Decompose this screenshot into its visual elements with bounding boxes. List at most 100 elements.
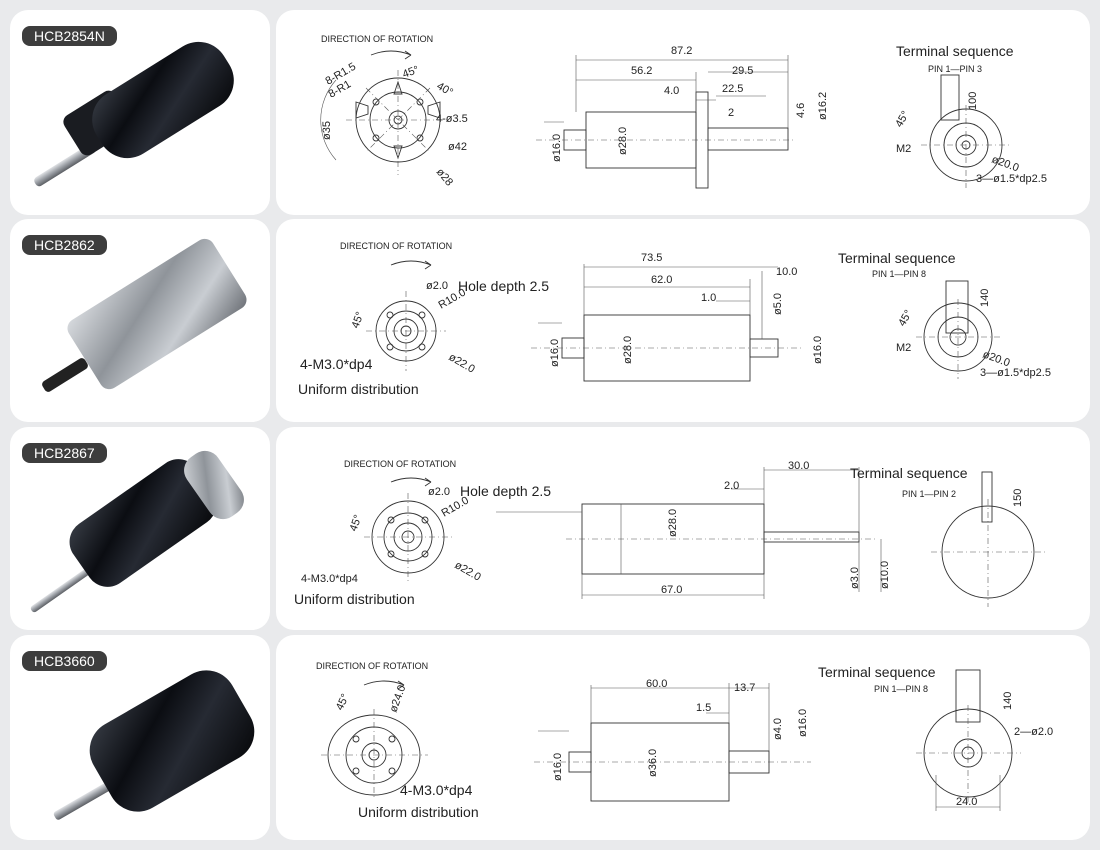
dim-label: ø16.0	[797, 709, 809, 737]
dim-label: ø28.0	[667, 509, 679, 537]
dim-label: 24.0	[956, 796, 977, 808]
distribution-label: Uniform distribution	[358, 804, 479, 820]
technical-drawing: DIRECTION OF ROTATION ø2.0 Hole depth 2.…	[298, 241, 1051, 397]
dim-label: 45°	[893, 109, 912, 129]
motor-photo	[53, 670, 255, 820]
front-view	[364, 493, 454, 583]
dim-label: ø16.0	[549, 339, 561, 367]
dim-label: ø28	[434, 166, 455, 188]
dim-label: 3—ø1.5*dp2.5	[980, 367, 1051, 379]
dim-label: ø22.0	[447, 351, 477, 375]
terminal-view	[921, 74, 1011, 188]
dim-label: 22.5	[722, 83, 743, 95]
dim-label: 40°	[435, 80, 455, 99]
rotation-label: DIRECTION OF ROTATION	[316, 661, 428, 671]
dim-label: ø28.0	[622, 336, 634, 364]
rotation-arrow-icon	[370, 50, 412, 60]
dim-label: ø10.0	[879, 561, 891, 589]
dim-label: 1.0	[701, 292, 716, 304]
dim-label: ø4.0	[772, 718, 784, 740]
technical-drawing: DIRECTION OF ROTATION ø2.0 Hole depth 2.…	[294, 459, 1046, 607]
dim-label: 3—ø1.5*dp2.5	[976, 173, 1047, 185]
terminal-view	[916, 280, 1001, 379]
motor-photo-card: HCB3660	[10, 635, 270, 840]
dim-label: 45°	[348, 513, 365, 533]
dim-label: ø5.0	[772, 293, 784, 315]
motor-photo	[30, 450, 244, 613]
drawing-card: DIRECTION OF ROTATION 8-R1.5 8-R1 45° 40…	[276, 10, 1090, 215]
dim-label: 1.5	[696, 702, 711, 714]
drawing-card: DIRECTION OF ROTATION 45° ø24.0 4-M3.0*d…	[276, 635, 1090, 840]
dim-label: ø2.0	[426, 280, 448, 292]
dim-label: 87.2	[671, 45, 692, 57]
dim-label: ø42	[448, 141, 467, 153]
rotation-label: DIRECTION OF ROTATION	[340, 241, 452, 251]
dim-label: 10.0	[776, 266, 797, 278]
terminal-title: Terminal sequence	[896, 43, 1014, 59]
rotation-label: DIRECTION OF ROTATION	[321, 34, 433, 44]
model-badge: HCB2854N	[22, 26, 117, 46]
dim-label: ø22.0	[453, 559, 483, 583]
pin-sequence: PIN 1—PIN 8	[874, 684, 928, 694]
terminal-title: Terminal sequence	[850, 465, 968, 481]
dim-label: ø16.2	[817, 92, 829, 120]
dim-label: M2	[896, 342, 911, 354]
distribution-label: Uniform distribution	[298, 381, 419, 397]
dim-label: ø35	[321, 121, 333, 140]
dim-label: R10.0	[440, 495, 471, 520]
hole-depth-label: Hole depth 2.5	[458, 278, 549, 294]
motor-photo-card: HCB2854N	[10, 10, 270, 215]
dim-label: 29.5	[732, 65, 753, 77]
model-badge: HCB2862	[22, 235, 107, 255]
dim-label: 45°	[896, 308, 915, 328]
motor-photo	[34, 41, 234, 187]
dim-label: 73.5	[641, 252, 662, 264]
dim-label: 62.0	[651, 274, 672, 286]
dim-label: ø28.0	[617, 127, 629, 155]
dim-label: ø2.0	[428, 486, 450, 498]
hole-depth-label: Hole depth 2.5	[460, 483, 551, 499]
rotation-arrow-icon	[390, 477, 432, 487]
motor-photo-card: HCB2867	[10, 427, 270, 630]
dim-label: 45°	[334, 692, 352, 712]
dim-label: 140	[1002, 692, 1014, 710]
dim-label: M2	[896, 143, 911, 155]
terminal-title: Terminal sequence	[818, 664, 936, 680]
technical-drawing: DIRECTION OF ROTATION 45° ø24.0 4-M3.0*d…	[316, 661, 1053, 820]
drawing-card: DIRECTION OF ROTATION ø2.0 Hole depth 2.…	[276, 219, 1090, 422]
front-view	[366, 291, 446, 371]
dim-label: 4-ø3.5	[436, 113, 468, 125]
motor-photo-card: HCB2862	[10, 219, 270, 422]
model-badge: HCB2867	[22, 443, 107, 463]
rotation-arrow-icon	[363, 680, 405, 690]
dim-label: ø3.0	[849, 567, 861, 589]
side-view	[531, 264, 801, 382]
dim-label: ø16.0	[551, 134, 563, 162]
pin-sequence: PIN 1—PIN 8	[872, 269, 926, 279]
thread-label: 4-M3.0*dp4	[301, 573, 358, 585]
dim-label: 67.0	[661, 584, 682, 596]
model-badge: HCB3660	[22, 651, 107, 671]
dim-label: 45°	[401, 64, 421, 81]
side-view	[534, 683, 811, 802]
rotation-arrow-icon	[390, 260, 432, 270]
dim-label: 2	[728, 107, 734, 119]
dim-label: 30.0	[788, 460, 809, 472]
pin-sequence: PIN 1—PIN 3	[928, 64, 982, 74]
dim-label: 100	[967, 92, 979, 110]
dim-label: ø36.0	[647, 749, 659, 777]
dim-label: 2—ø2.0	[1014, 726, 1053, 738]
dim-label: 4.0	[664, 85, 679, 97]
terminal-view	[916, 669, 1021, 811]
dim-label: 60.0	[646, 678, 667, 690]
drawing-card: DIRECTION OF ROTATION ø2.0 Hole depth 2.…	[276, 427, 1090, 630]
side-view	[536, 55, 796, 189]
dim-label: ø16.0	[812, 336, 824, 364]
dim-label: 140	[979, 289, 991, 307]
dim-label: ø24.0	[388, 683, 409, 714]
rotation-label: DIRECTION OF ROTATION	[344, 459, 456, 469]
front-view	[321, 709, 428, 800]
front-view	[320, 70, 451, 175]
pin-sequence: PIN 1—PIN 2	[902, 489, 956, 499]
technical-drawing: DIRECTION OF ROTATION 8-R1.5 8-R1 45° 40…	[320, 34, 1047, 189]
